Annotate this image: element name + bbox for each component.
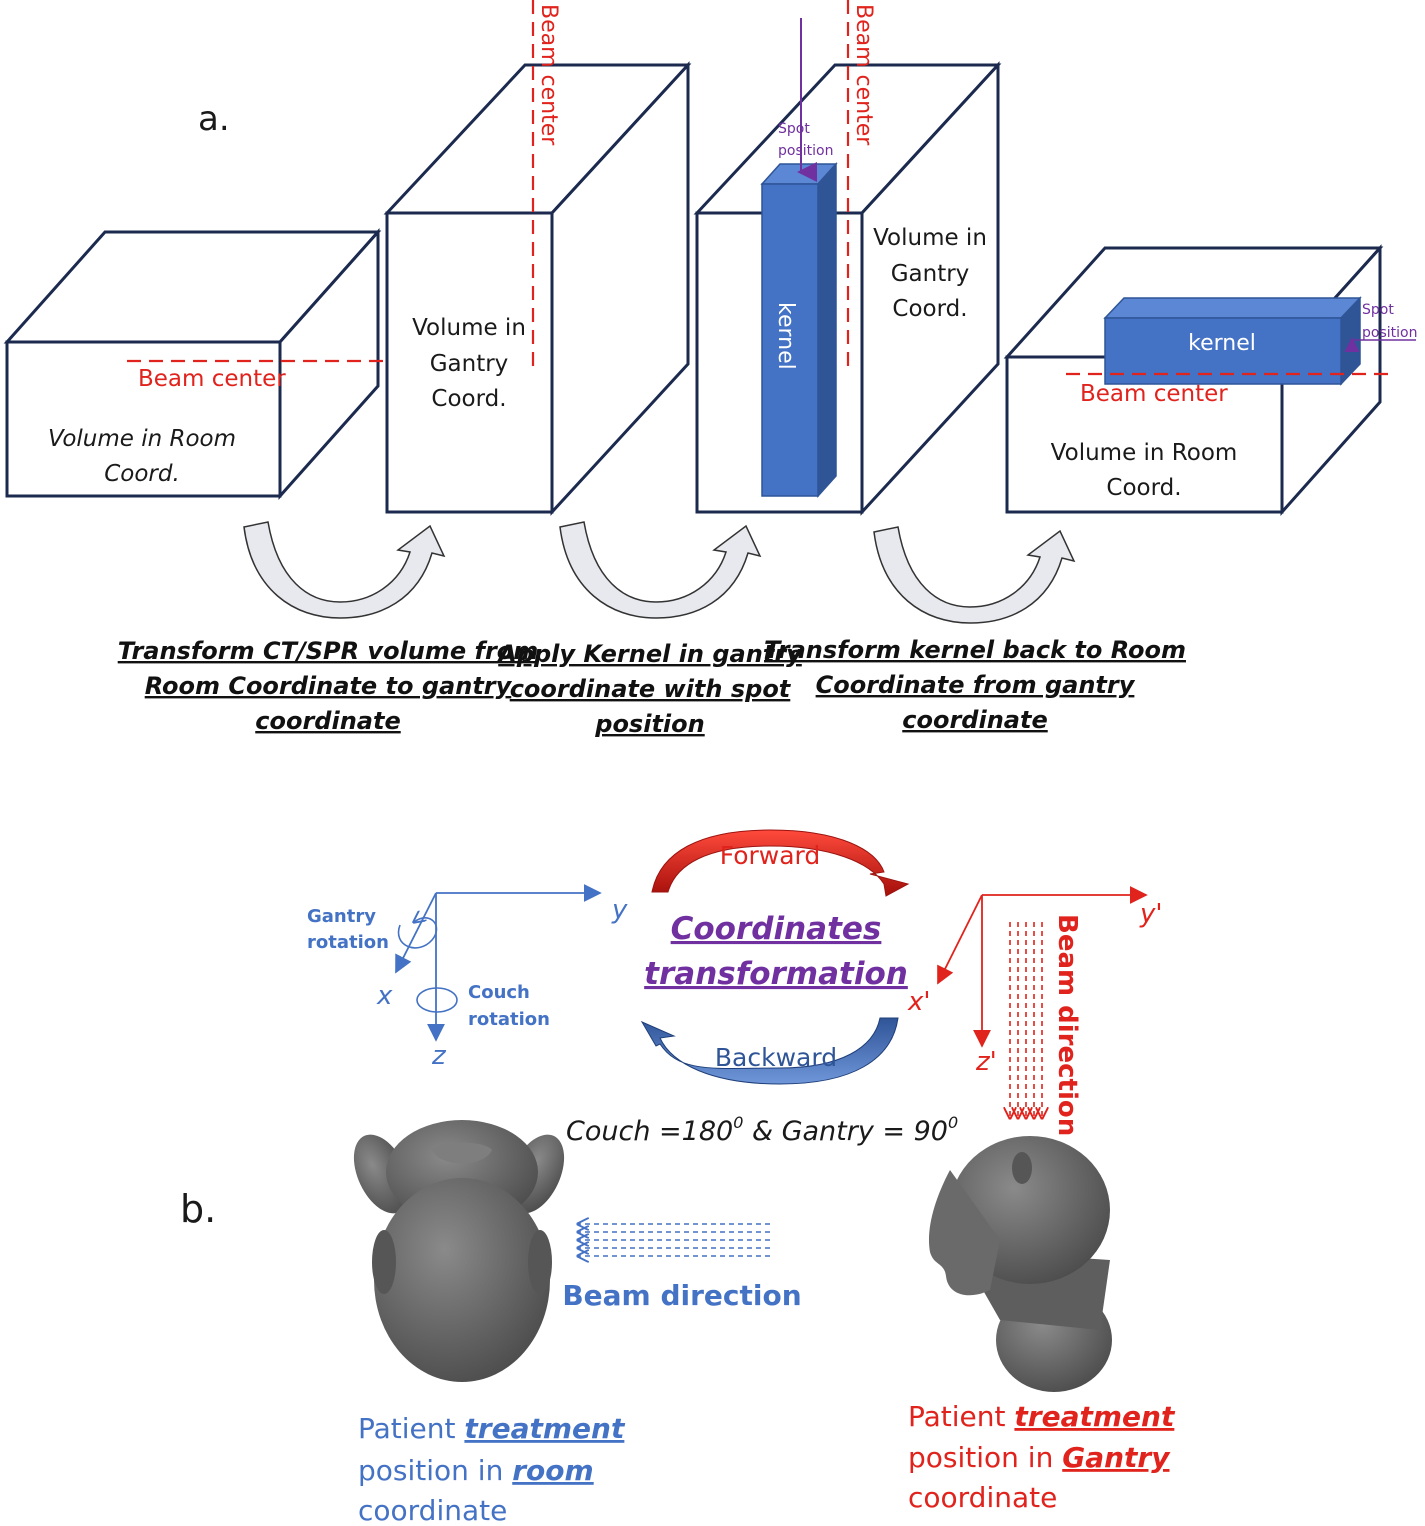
beam-center-label: Beam center [536, 4, 561, 146]
box-label-line3: Coord. [892, 296, 967, 322]
gantry-rotation-label-2: rotation [307, 932, 389, 953]
box-label-line1: Volume in [412, 315, 526, 341]
beam-direction-label-right: Beam direction [1052, 914, 1082, 1136]
panel-a-label: a. [198, 99, 230, 139]
backward-arrow: Backward [640, 1017, 899, 1085]
beam-direction-label-left: Beam direction [562, 1279, 801, 1312]
caption-line: Coordinate from gantry [816, 671, 1136, 699]
box-label-line1: Volume in [873, 225, 987, 251]
caption-word: Patient [908, 1400, 1014, 1433]
caption-word: Patient [358, 1412, 464, 1445]
box-label-line2: Gantry [891, 261, 970, 287]
room-volume-box-1: Beam center Volume in Room Coord. [3, 228, 388, 500]
forward-arrow: Forward [651, 829, 910, 897]
couch-rotation-icon [416, 987, 458, 1013]
caption-line: position in Gantry [908, 1441, 1171, 1474]
kernel-label: kernel [1188, 331, 1256, 356]
backward-label: Backward [715, 1043, 837, 1072]
forward-label: Forward [720, 841, 821, 870]
caption-line: coordinate with spot [510, 675, 792, 703]
caption-line: position in room [358, 1454, 594, 1487]
transform-arrow-2 [559, 521, 762, 619]
caption-line: coordinate [255, 707, 400, 735]
box-label-line1: Volume in Room [1051, 440, 1238, 466]
couch-rotation-label-2: rotation [468, 1009, 550, 1030]
couch-gantry-angles: Couch =1800 & Gantry = 900 [566, 1113, 958, 1147]
box-label-line2: Coord. [1106, 475, 1181, 501]
beam-direction-arrows-vertical [1010, 922, 1042, 1118]
coordinates-transformation-line1: Coordinates [671, 911, 882, 947]
coordinates-transformation-line2: transformation [644, 956, 908, 992]
room-volume-box-4: kernel Spot position Beam center Volume … [1003, 244, 1417, 516]
gantry-volume-box-2: Beam center Volume in Gantry Coord. [383, 0, 692, 516]
spot-label-2: position [778, 143, 833, 159]
caption-step-3: Transform kernel back to Room Coordinate… [764, 636, 1186, 734]
axis-y-label: y [611, 895, 628, 925]
kernel-block-vertical [760, 162, 838, 498]
gantry-rotation-label-1: Gantry [307, 906, 376, 927]
caption-line: Transform CT/SPR volume from [118, 637, 539, 665]
caption-word: position in [908, 1441, 1062, 1474]
axis-x-prime-label: x' [907, 987, 931, 1017]
caption-word-emph: room [512, 1454, 593, 1487]
box-label-line2: Gantry [430, 351, 509, 377]
spot-label-1: Spot [778, 121, 810, 137]
room-axes: y x z Gantry rotation Couch rotation [307, 884, 628, 1071]
couch-angle-superscript: 0 [733, 1113, 743, 1132]
beam-center-label: Beam center [851, 4, 876, 146]
panel-b-label: b. [180, 1187, 216, 1231]
caption-word: position in [358, 1454, 512, 1487]
caption-line: Room Coordinate to gantry [145, 672, 513, 700]
gantry-position-caption: Patient treatment position in Gantry coo… [908, 1400, 1176, 1514]
spot-label-1: Spot [1362, 302, 1394, 318]
box-label-line3: Coord. [431, 386, 506, 412]
beam-center-label: Beam center [138, 366, 286, 392]
transform-arrow-1 [243, 521, 446, 619]
caption-line: Apply Kernel in gantry [496, 640, 803, 668]
caption-line: Patient treatment [908, 1400, 1176, 1433]
kernel-label: kernel [773, 302, 798, 370]
caption-step-1: Transform CT/SPR volume from Room Coordi… [118, 637, 539, 735]
caption-word-emph: treatment [1014, 1400, 1176, 1433]
gantry-angle-text: & Gantry = 90 [743, 1116, 948, 1147]
box-label-line2: Coord. [104, 461, 180, 487]
axis-y-prime-label: y' [1139, 899, 1163, 929]
caption-step-2: Apply Kernel in gantry coordinate with s… [496, 640, 803, 738]
caption-line: coordinate [908, 1481, 1057, 1514]
axis-z-label: z [431, 1041, 447, 1071]
caption-word-emph: treatment [464, 1412, 626, 1445]
caption-line: coordinate [902, 706, 1047, 734]
patient-head-room-view [353, 1120, 565, 1382]
gantry-volume-box-3: kernel Spot position Beam center Volume … [693, 0, 1002, 516]
gantry-axes: y' x' z' Beam direction [907, 886, 1163, 1136]
box-label-line1: Volume in Room [48, 426, 236, 452]
caption-word-emph: Gantry [1062, 1441, 1171, 1474]
caption-line: Patient treatment [358, 1412, 626, 1445]
caption-line: position [594, 710, 704, 738]
room-position-caption: Patient treatment position in room coord… [358, 1412, 626, 1526]
spot-label-2: position [1362, 325, 1417, 341]
gantry-angle-superscript: 0 [948, 1113, 958, 1132]
couch-rotation-label-1: Couch [468, 982, 530, 1003]
beam-center-label: Beam center [1080, 381, 1228, 407]
caption-line: Transform kernel back to Room [764, 636, 1186, 664]
axis-x-label: x [376, 981, 393, 1011]
transform-arrow-3 [873, 526, 1076, 624]
couch-angle-text: Couch =180 [566, 1116, 733, 1147]
axis-z-prime-label: z' [975, 1047, 997, 1077]
caption-line: coordinate [358, 1494, 507, 1526]
patient-head-gantry-view [928, 1136, 1112, 1392]
beam-direction-arrows-horizontal [578, 1224, 770, 1256]
gantry-rotation-icon [397, 918, 438, 949]
